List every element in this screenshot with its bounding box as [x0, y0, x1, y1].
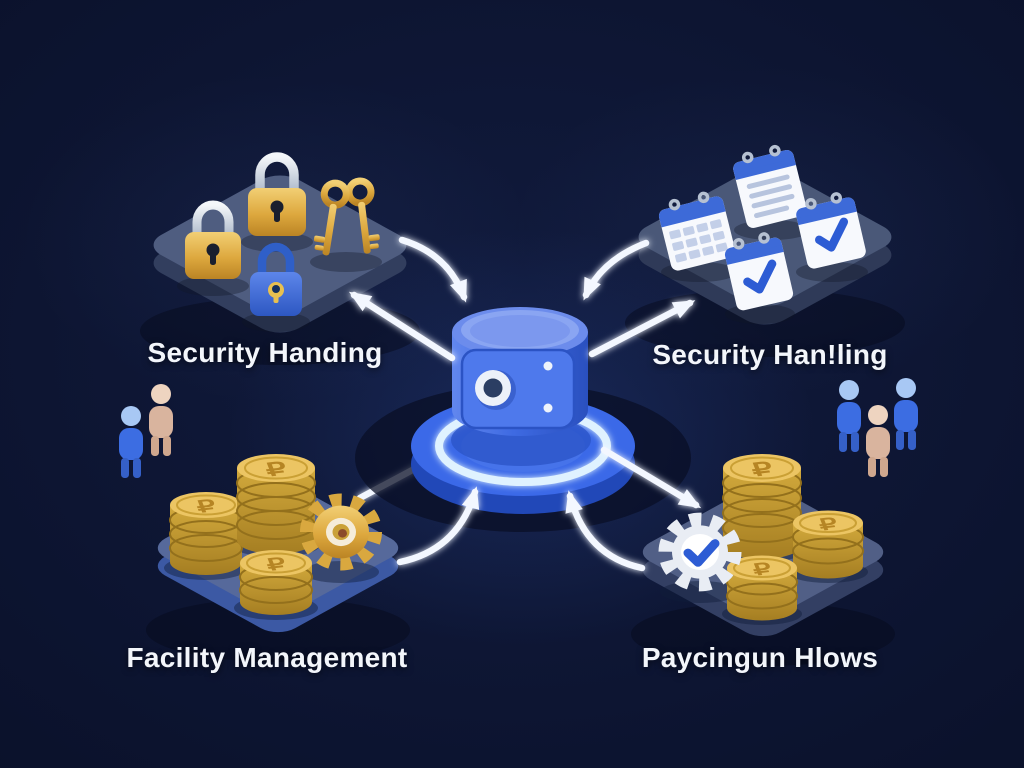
arrow-center-to-top-right: [588, 299, 696, 358]
gold-gear-icon: [300, 493, 382, 571]
coin-stack-icon: ₽: [726, 555, 798, 621]
person-beige-icon: [149, 384, 173, 456]
safe-top-inset: [470, 315, 570, 347]
coin-stack-icon: ₽: [722, 454, 802, 559]
platform-top-left: [140, 175, 420, 365]
gold-padlock-icon: [185, 200, 241, 279]
rivet-bottom: [543, 403, 553, 413]
vault-hub: [355, 307, 691, 532]
gear-check-icon: [658, 512, 742, 592]
coin-symbol-text: ₽: [748, 458, 776, 480]
coin-symbol-text: ₽: [816, 514, 841, 533]
node-label-top-right: Security Han!ling: [652, 339, 888, 370]
coins-and-gear-group: ₽ ₽ ₽: [164, 454, 382, 620]
dial-center: [483, 378, 503, 398]
arrow-top-left-to-center: [398, 236, 468, 303]
node-label-bottom-right: Paycingun Hlows: [641, 642, 879, 673]
people-right-group: [837, 378, 918, 477]
crossed-keys-icon: [313, 177, 380, 256]
coin-symbol-text: ₽: [193, 497, 219, 517]
coin-stack-icon: ₽: [239, 550, 313, 615]
arrow-bottom-left-to-center: [396, 486, 480, 566]
arrow-center-to-bottom-right: [600, 446, 702, 509]
payments-group: ₽ ₽ ₽: [658, 454, 868, 625]
blue-padlock-icon: [250, 242, 302, 316]
arrow-bottom-right-to-center: [565, 490, 646, 572]
arrow-top-right-to-center: [582, 239, 650, 301]
person-beige-icon: [866, 405, 890, 477]
calendars-group: [658, 144, 868, 324]
gold-padlock-icon: [248, 152, 306, 236]
vault-safe-icon: [452, 307, 588, 436]
person-blue-icon: [837, 380, 861, 452]
coin-stack-icon: ₽: [169, 492, 243, 575]
arrow-center-to-top-left: [348, 291, 456, 362]
people-left-group: [119, 384, 173, 478]
coin-stack-icon: ₽: [792, 510, 864, 579]
notepad-lines-icon: [733, 144, 807, 229]
calendar-grid-icon: [658, 191, 736, 271]
coin-symbol-text: ₽: [750, 559, 775, 578]
locks-and-keys-group: [177, 152, 382, 332]
calendar-check-icon: [724, 232, 794, 311]
coin-symbol-text: ₽: [262, 458, 290, 480]
calendar-check-icon: [796, 192, 866, 269]
coin-stack-icon: ₽: [236, 454, 316, 554]
person-blue-icon: [119, 406, 143, 478]
person-blue-icon: [894, 378, 918, 450]
node-label-bottom-left: Facility Management: [126, 642, 408, 673]
coin-symbol-text: ₽: [263, 555, 289, 575]
node-label-top-left: Security Handing: [147, 337, 383, 368]
rivet-top: [543, 361, 553, 371]
